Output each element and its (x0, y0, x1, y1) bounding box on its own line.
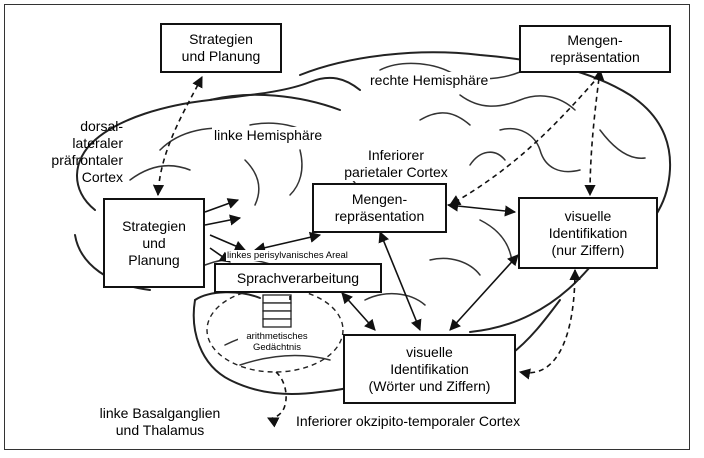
quantity-representation-box-top: Mengen- repräsentation (519, 25, 671, 73)
visual-identification-digits-box: visuelle Identifikation (nur Ziffern) (518, 197, 658, 269)
language-processing-box: Sprachverarbeitung (214, 263, 382, 293)
dlpfc-label: dorsal- lateraler präfrontaler Cortex (48, 118, 123, 186)
strategy-planning-box-left: Strategien und Planung (103, 198, 205, 288)
strategy-planning-box-top: Strategien und Planung (160, 23, 282, 73)
visual-identification-words-digits-box: visuelle Identifikation (Wörter und Ziff… (343, 334, 516, 404)
left-hemisphere-label: linke Hemisphäre (212, 127, 324, 144)
arithmetic-memory-label: arithmetisches Gedächtnis (238, 331, 316, 353)
basal-ganglia-thalamus-label: linke Basalganglien und Thalamus (75, 405, 245, 439)
inferior-occipito-temporal-cortex-label: Inferiorer okzipito-temporaler Cortex (296, 413, 520, 430)
right-hemisphere-label: rechte Hemisphäre (368, 72, 490, 89)
quantity-representation-box-center: Mengen- repräsentation (312, 183, 447, 233)
arithmetic-memory-icon (263, 295, 291, 327)
inferior-parietal-cortex-label: Inferiorer parietaler Cortex (326, 147, 466, 181)
left-perisylvian-area-label: linkes perisylvanisches Areal (226, 250, 349, 261)
